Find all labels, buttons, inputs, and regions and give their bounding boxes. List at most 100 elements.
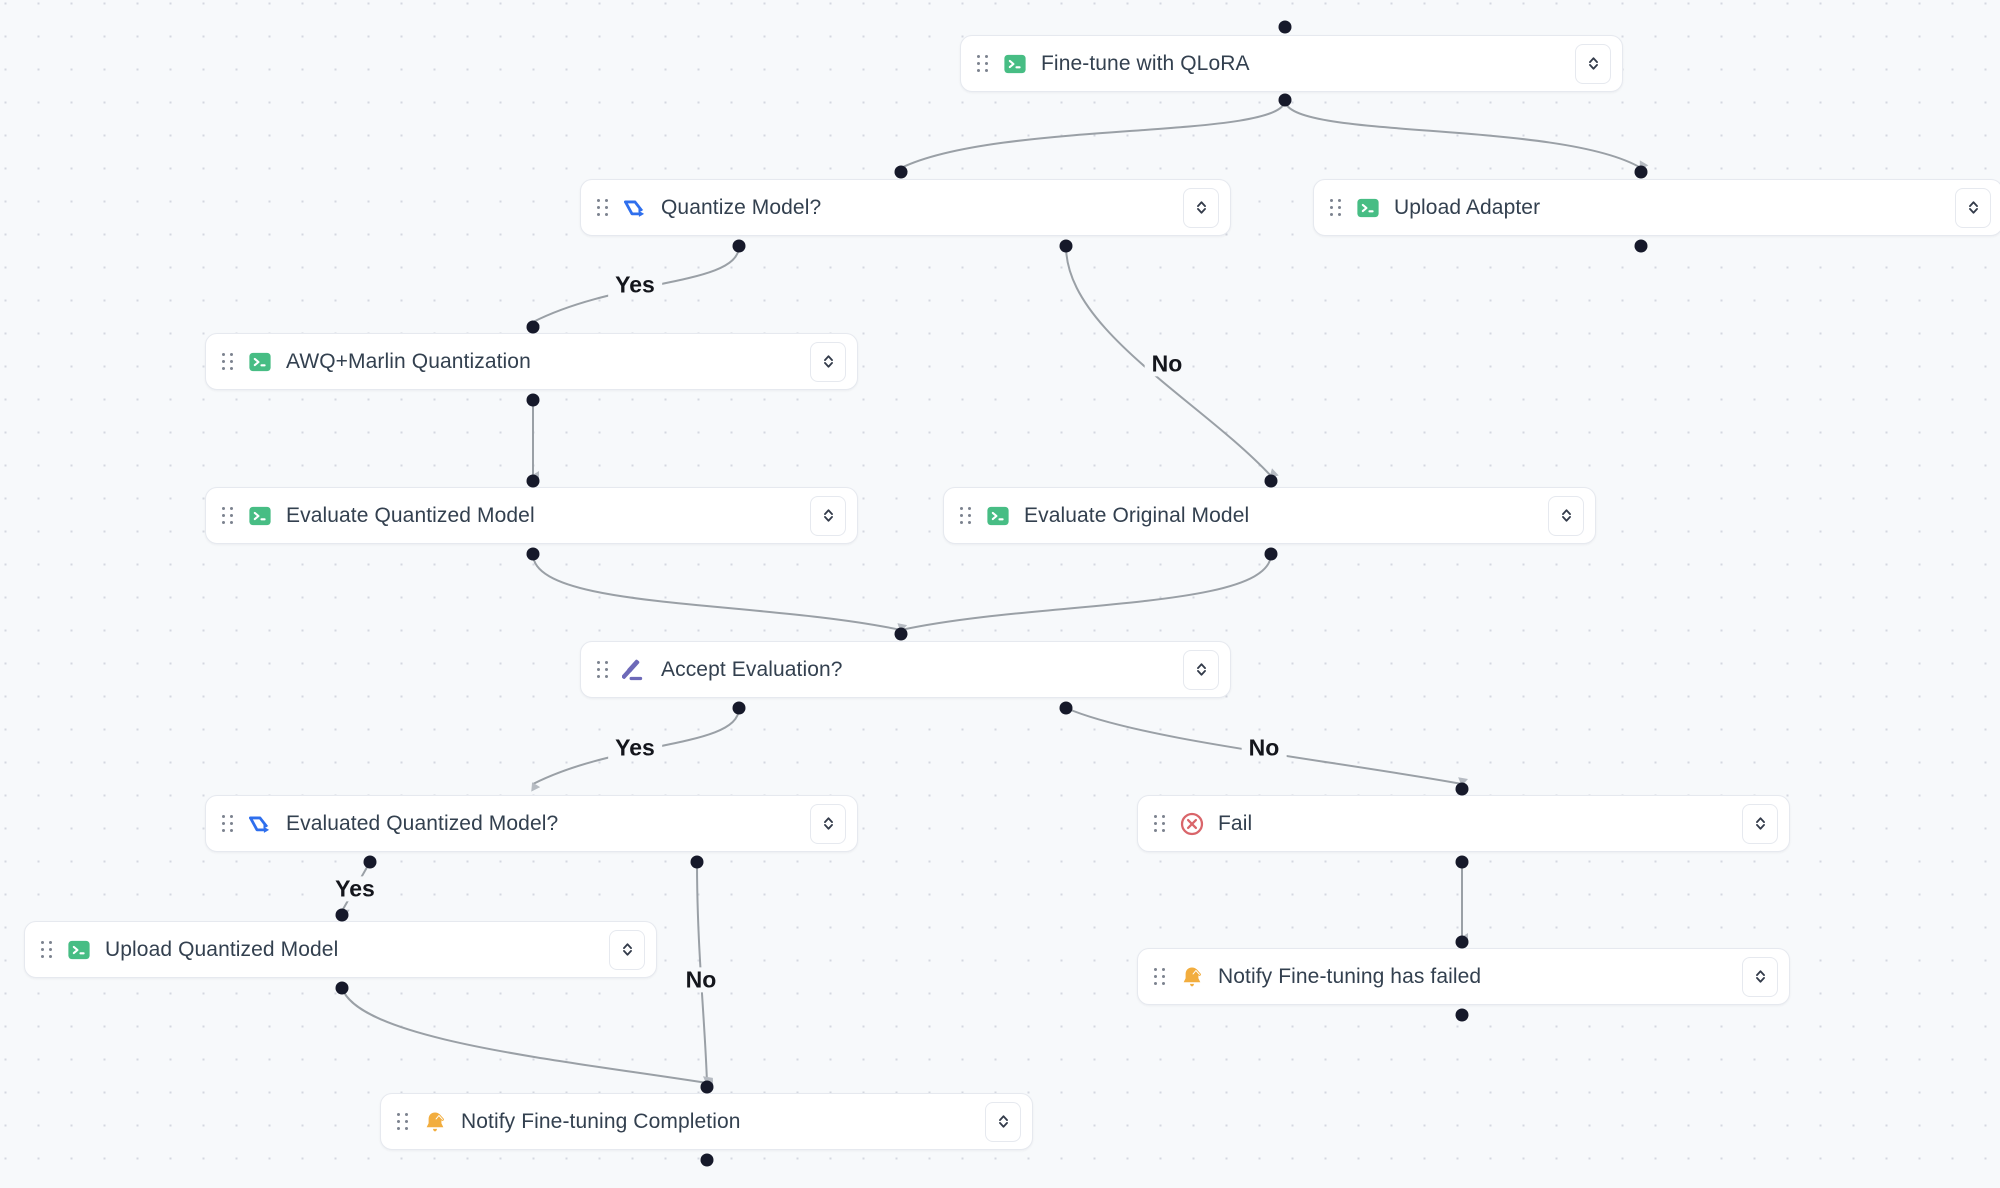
collapse-toggle-button[interactable]	[1742, 956, 1778, 997]
drag-handle-icon[interactable]	[1154, 967, 1168, 986]
node-accept-evaluation[interactable]: Accept Evaluation?	[580, 641, 1231, 698]
chevron-up-down-icon	[823, 509, 833, 522]
drag-handle-icon[interactable]	[1154, 814, 1168, 833]
chevron-up-down-icon	[1755, 970, 1765, 983]
chevron-up-down-icon	[1561, 509, 1571, 522]
port-notify-failed-bottom[interactable]	[1455, 1008, 1469, 1022]
bell-check-icon	[1179, 964, 1205, 990]
node-evaluate-quantized[interactable]: Evaluate Quantized Model	[205, 487, 858, 544]
edge-e13[interactable]	[341, 987, 713, 1085]
drag-handle-icon[interactable]	[1330, 198, 1344, 217]
port-notify-completion-top[interactable]	[700, 1080, 714, 1094]
port-evaluated-quantized-bottom-right[interactable]	[690, 855, 704, 869]
branch-icon	[247, 811, 273, 837]
port-evaluate-original-top[interactable]	[1264, 474, 1278, 488]
node-notify-completion[interactable]: Notify Fine-tuning Completion	[380, 1093, 1033, 1150]
port-awq-marlin-top[interactable]	[526, 320, 540, 334]
node-label: Evaluate Original Model	[1024, 503, 1250, 527]
collapse-toggle-button[interactable]	[1183, 187, 1219, 228]
node-evaluated-quantized[interactable]: Evaluated Quantized Model?	[205, 795, 858, 852]
node-evaluate-original[interactable]: Evaluate Original Model	[943, 487, 1596, 544]
gavel-icon	[622, 657, 648, 683]
drag-handle-icon[interactable]	[597, 660, 611, 679]
port-upload-quantized-bottom[interactable]	[335, 981, 349, 995]
port-evaluate-quantized-bottom[interactable]	[526, 547, 540, 561]
chevron-up-down-icon	[622, 943, 632, 956]
collapse-toggle-button[interactable]	[1548, 495, 1584, 536]
edge-e6[interactable]	[532, 553, 908, 632]
port-awq-marlin-bottom[interactable]	[526, 393, 540, 407]
edge-label: No	[678, 967, 724, 993]
port-accept-evaluation-bottom-left[interactable]	[732, 701, 746, 715]
node-upload-quantized[interactable]: Upload Quantized Model	[24, 921, 657, 978]
drag-handle-icon[interactable]	[960, 506, 974, 525]
node-label: Accept Evaluation?	[661, 657, 843, 681]
node-label: Evaluated Quantized Model?	[286, 811, 559, 835]
node-notify-failed[interactable]: Notify Fine-tuning has failed	[1137, 948, 1790, 1005]
node-label: Notify Fine-tuning Completion	[461, 1109, 741, 1133]
node-label: Evaluate Quantized Model	[286, 503, 535, 527]
terminal-icon	[1355, 195, 1381, 221]
edge-label: Yes	[608, 272, 662, 298]
node-fail[interactable]: Fail	[1137, 795, 1790, 852]
port-upload-quantized-top[interactable]	[335, 908, 349, 922]
drag-handle-icon[interactable]	[222, 506, 236, 525]
drag-handle-icon[interactable]	[222, 814, 236, 833]
port-notify-failed-top[interactable]	[1455, 935, 1469, 949]
collapse-toggle-button[interactable]	[810, 341, 846, 382]
drag-handle-icon[interactable]	[41, 940, 55, 959]
edge-label: No	[1144, 351, 1190, 377]
edge-label: Yes	[328, 876, 382, 902]
port-fine-tune-qlora-bottom[interactable]	[1278, 93, 1292, 107]
edge-label: No	[1241, 735, 1287, 761]
node-label: Fail	[1218, 811, 1253, 835]
port-evaluate-original-bottom[interactable]	[1264, 547, 1278, 561]
collapse-toggle-button[interactable]	[1575, 43, 1611, 84]
port-accept-evaluation-bottom-right[interactable]	[1059, 701, 1073, 715]
edge-e2[interactable]	[1284, 99, 1649, 170]
port-accept-evaluation-top[interactable]	[894, 627, 908, 641]
node-upload-adapter[interactable]: Upload Adapter	[1313, 179, 2000, 236]
node-label: Upload Adapter	[1394, 195, 1541, 219]
node-label: AWQ+Marlin Quantization	[286, 349, 531, 373]
collapse-toggle-button[interactable]	[1955, 187, 1991, 228]
node-label: Quantize Model?	[661, 195, 822, 219]
node-quantize-model[interactable]: Quantize Model?	[580, 179, 1231, 236]
port-evaluate-quantized-top[interactable]	[526, 474, 540, 488]
port-quantize-model-bottom-right[interactable]	[1059, 239, 1073, 253]
node-label: Notify Fine-tuning has failed	[1218, 964, 1482, 988]
port-quantize-model-bottom-left[interactable]	[732, 239, 746, 253]
collapse-toggle-button[interactable]	[985, 1101, 1021, 1142]
chevron-up-down-icon	[1968, 201, 1978, 214]
edge-e7[interactable]	[897, 553, 1272, 637]
bell-check-icon	[422, 1109, 448, 1135]
node-awq-marlin[interactable]: AWQ+Marlin Quantization	[205, 333, 858, 390]
terminal-icon	[247, 503, 273, 529]
port-fine-tune-qlora-top[interactable]	[1278, 20, 1292, 34]
collapse-toggle-button[interactable]	[609, 929, 645, 970]
port-quantize-model-top[interactable]	[894, 165, 908, 179]
terminal-icon	[66, 937, 92, 963]
port-evaluated-quantized-bottom-left[interactable]	[363, 855, 377, 869]
port-evaluated-quantized-top[interactable]	[1455, 782, 1469, 796]
collapse-toggle-button[interactable]	[1742, 803, 1778, 844]
collapse-toggle-button[interactable]	[810, 803, 846, 844]
terminal-icon	[247, 349, 273, 375]
chevron-up-down-icon	[823, 817, 833, 830]
drag-handle-icon[interactable]	[597, 198, 611, 217]
port-upload-adapter-top[interactable]	[1634, 165, 1648, 179]
node-label: Fine-tune with QLoRA	[1041, 51, 1250, 75]
port-upload-adapter-bottom[interactable]	[1634, 239, 1648, 253]
node-fine-tune-qlora[interactable]: Fine-tune with QLoRA	[960, 35, 1623, 92]
drag-handle-icon[interactable]	[977, 54, 991, 73]
drag-handle-icon[interactable]	[397, 1112, 411, 1131]
drag-handle-icon[interactable]	[222, 352, 236, 371]
chevron-up-down-icon	[998, 1115, 1008, 1128]
edge-e1[interactable]	[899, 99, 1286, 176]
collapse-toggle-button[interactable]	[810, 495, 846, 536]
port-notify-completion-bottom[interactable]	[700, 1153, 714, 1167]
port-fail-bottom[interactable]	[1455, 855, 1469, 869]
chevron-up-down-icon	[823, 355, 833, 368]
collapse-toggle-button[interactable]	[1183, 649, 1219, 690]
